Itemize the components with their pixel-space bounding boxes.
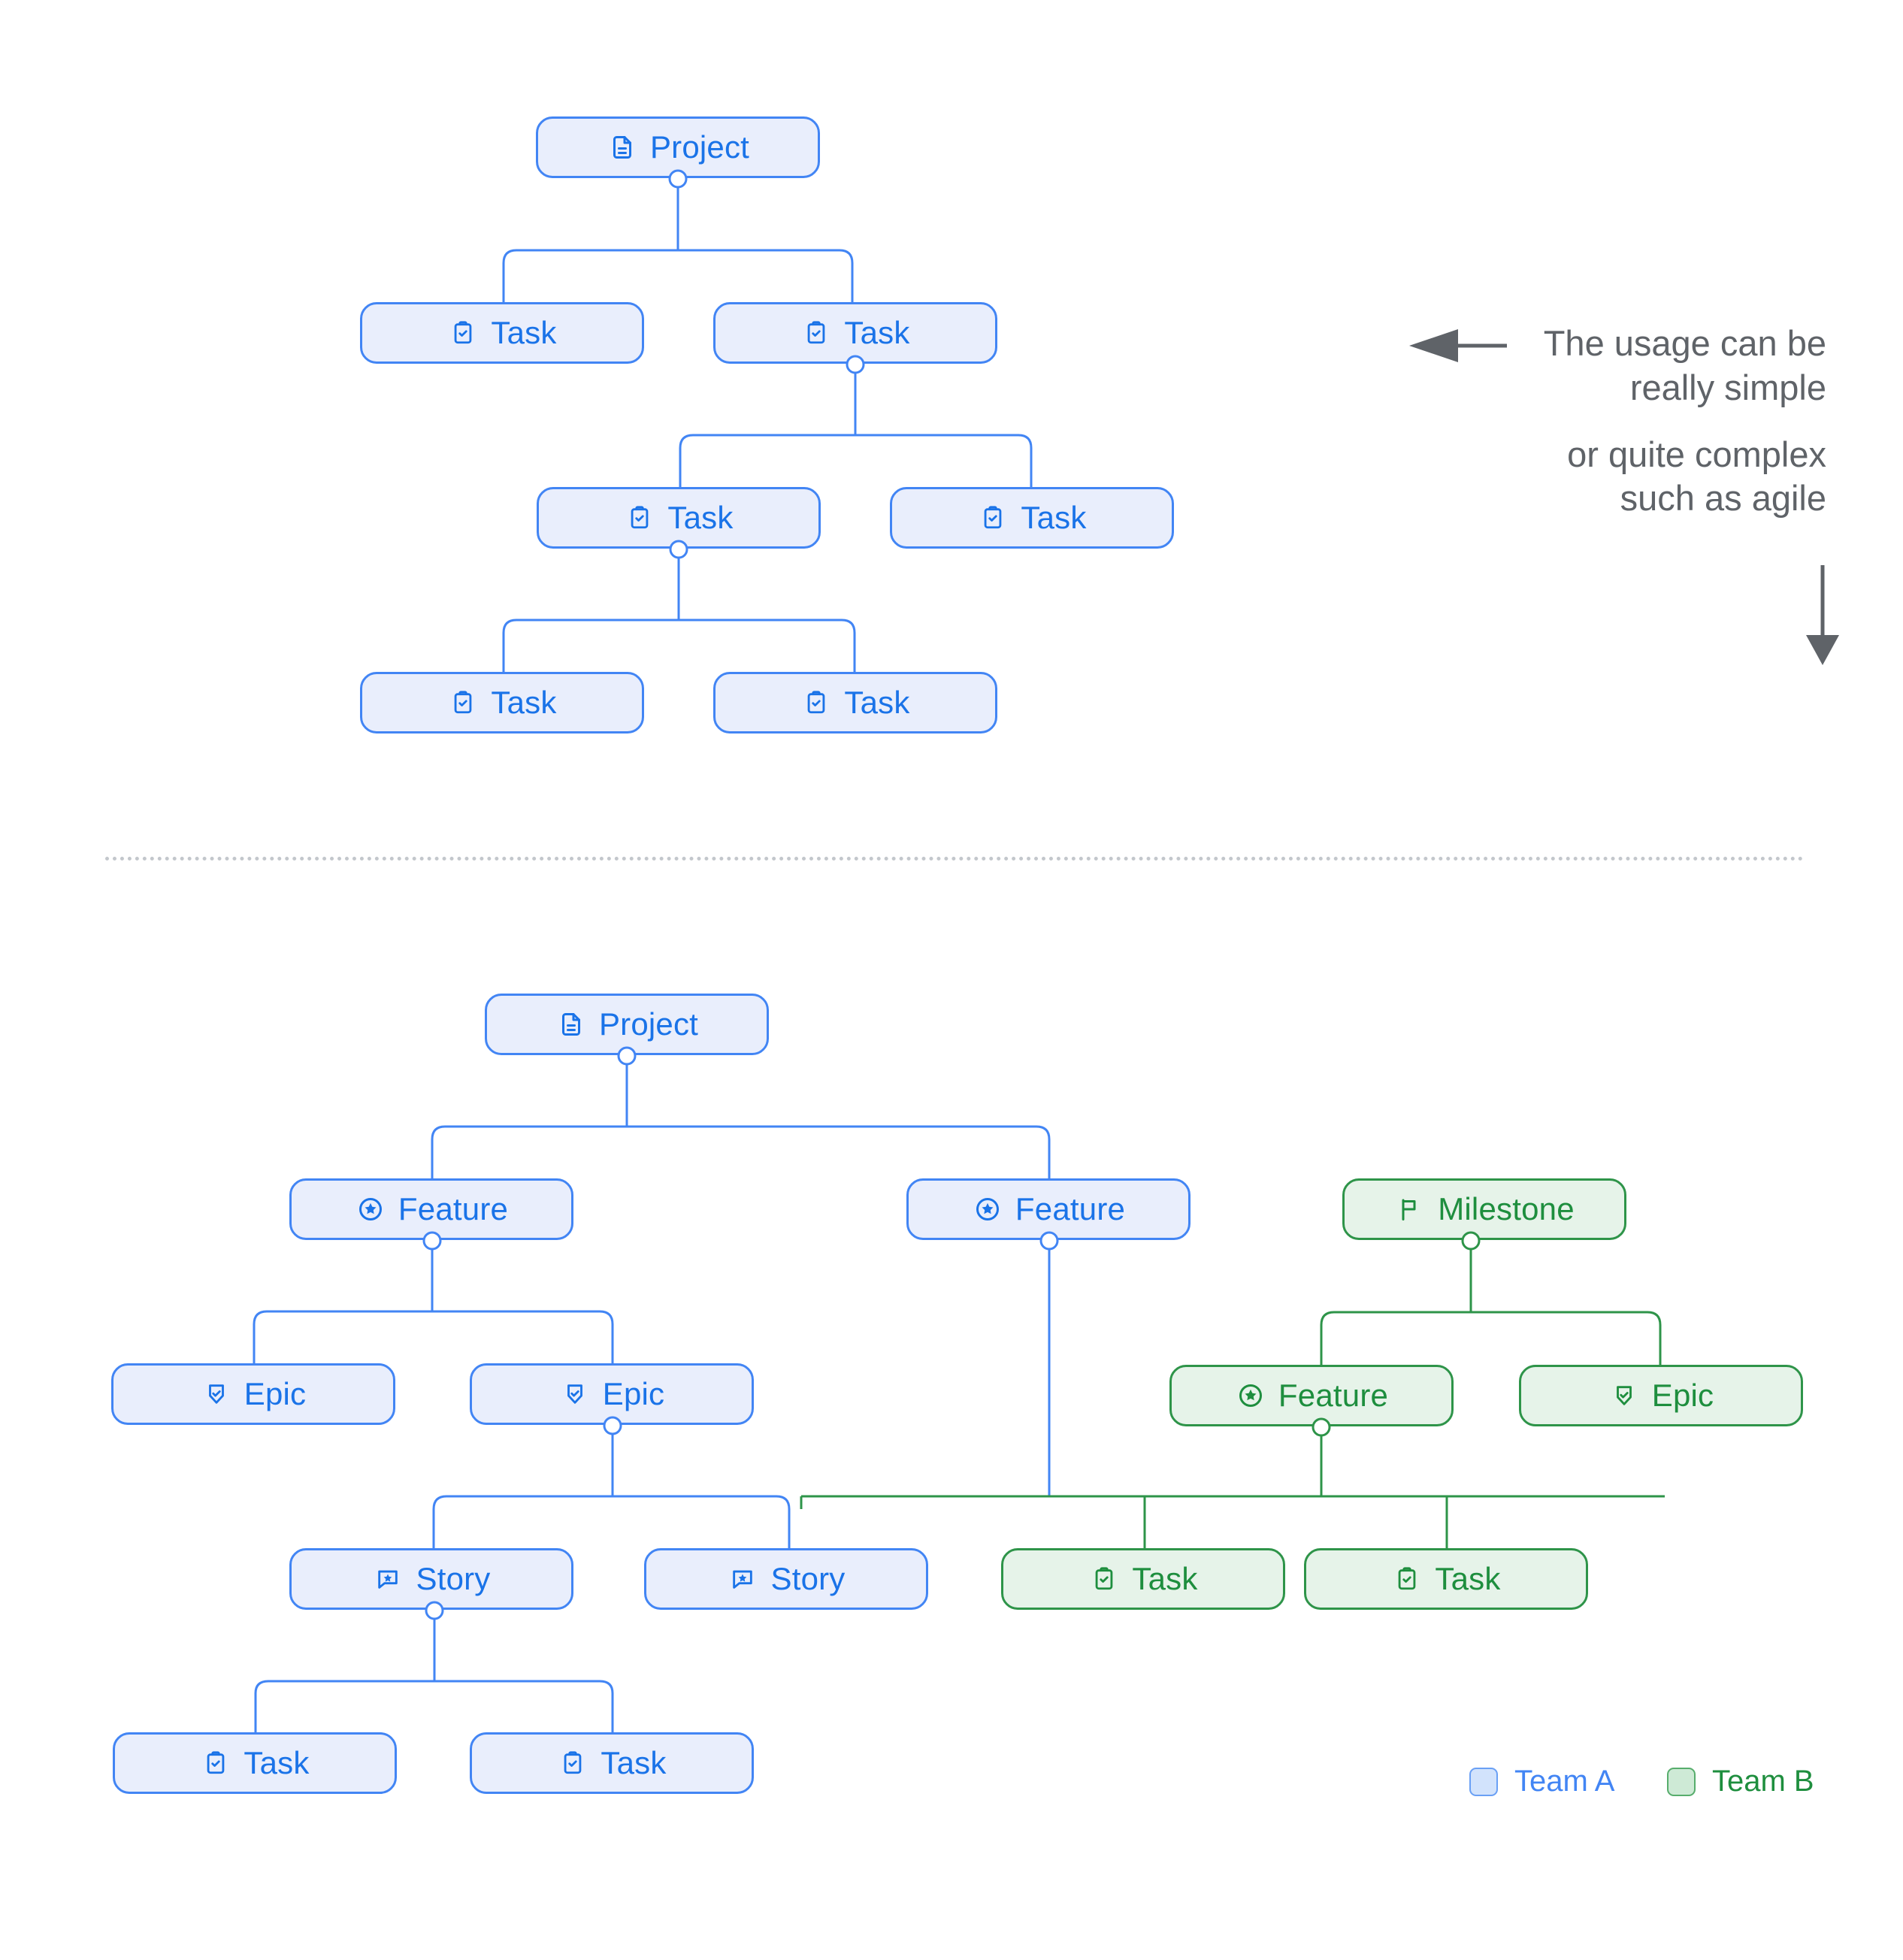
task-icon	[1391, 1563, 1423, 1595]
node-epic[interactable]: Epic	[111, 1363, 395, 1425]
node-label: Project	[649, 129, 750, 165]
node-label: Epic	[244, 1376, 307, 1411]
node-label: Task	[1435, 1561, 1501, 1596]
feature-icon	[972, 1193, 1003, 1225]
document-icon	[607, 132, 638, 163]
node-task[interactable]: Task	[537, 487, 821, 549]
story-icon	[372, 1563, 404, 1595]
node-label: Task	[244, 1745, 310, 1780]
annotation-line-1: The usage can be	[1543, 323, 1826, 363]
node-task[interactable]: Task	[1001, 1548, 1285, 1610]
node-project[interactable]: Project	[536, 116, 820, 178]
node-label: Task	[1021, 500, 1087, 535]
feature-icon	[1235, 1380, 1266, 1411]
feature-icon	[355, 1193, 386, 1225]
node-task[interactable]: Task	[360, 672, 644, 733]
node-feature[interactable]: Feature	[1169, 1365, 1454, 1426]
node-label: Feature	[398, 1191, 509, 1227]
node-epic[interactable]: Epic	[1519, 1365, 1803, 1426]
task-icon	[800, 687, 832, 718]
annotation-line-3: or quite complex	[1567, 434, 1826, 474]
legend-label-team-a: Team A	[1514, 1765, 1615, 1798]
node-story[interactable]: Story	[289, 1548, 573, 1610]
node-label: Feature	[1015, 1191, 1126, 1227]
node-label: Task	[601, 1745, 667, 1780]
legend-label-team-b: Team B	[1712, 1765, 1814, 1798]
node-feature[interactable]: Feature	[906, 1178, 1191, 1240]
node-label: Story	[416, 1561, 491, 1596]
node-task[interactable]: Task	[713, 302, 997, 364]
node-epic[interactable]: Epic	[470, 1363, 754, 1425]
node-label: Project	[598, 1006, 699, 1042]
epic-icon	[201, 1378, 232, 1410]
node-project[interactable]: Project	[485, 994, 769, 1055]
annotation-line-2: really simple	[1629, 367, 1826, 407]
document-icon	[555, 1009, 587, 1040]
node-label: Task	[491, 315, 557, 350]
annotation-line-4: such as agile	[1620, 478, 1826, 519]
milestone-icon	[1394, 1193, 1426, 1225]
task-icon	[977, 502, 1009, 534]
task-icon	[1088, 1563, 1120, 1595]
node-task[interactable]: Task	[360, 302, 644, 364]
node-label: Task	[491, 685, 557, 720]
task-icon	[557, 1747, 588, 1779]
node-label: Milestone	[1438, 1191, 1575, 1227]
node-label: Task	[667, 500, 734, 535]
story-icon	[727, 1563, 758, 1595]
node-story[interactable]: Story	[644, 1548, 928, 1610]
legend-swatch-team-b	[1667, 1767, 1696, 1796]
node-label: Story	[770, 1561, 846, 1596]
node-milestone[interactable]: Milestone	[1342, 1178, 1626, 1240]
legend-item-team-b[interactable]: Team B	[1667, 1765, 1814, 1798]
node-task[interactable]: Task	[113, 1732, 397, 1794]
node-feature[interactable]: Feature	[289, 1178, 573, 1240]
epic-icon	[1608, 1380, 1640, 1411]
node-label: Task	[1132, 1561, 1198, 1596]
epic-icon	[559, 1378, 591, 1410]
node-label: Epic	[602, 1376, 665, 1411]
node-label: Epic	[1651, 1378, 1714, 1413]
annotation-text: The usage can be really simple or quite …	[1488, 322, 1826, 521]
node-label: Feature	[1278, 1378, 1389, 1413]
task-icon	[200, 1747, 231, 1779]
task-icon	[624, 502, 655, 534]
node-task[interactable]: Task	[890, 487, 1174, 549]
section-divider	[105, 857, 1804, 861]
node-task[interactable]: Task	[713, 672, 997, 733]
legend-item-team-a[interactable]: Team A	[1469, 1765, 1614, 1798]
node-task[interactable]: Task	[1304, 1548, 1588, 1610]
task-icon	[800, 317, 832, 349]
node-label: Task	[844, 685, 910, 720]
node-task[interactable]: Task	[470, 1732, 754, 1794]
task-icon	[447, 317, 479, 349]
node-label: Task	[844, 315, 910, 350]
task-icon	[447, 687, 479, 718]
legend-swatch-team-a	[1469, 1767, 1498, 1796]
